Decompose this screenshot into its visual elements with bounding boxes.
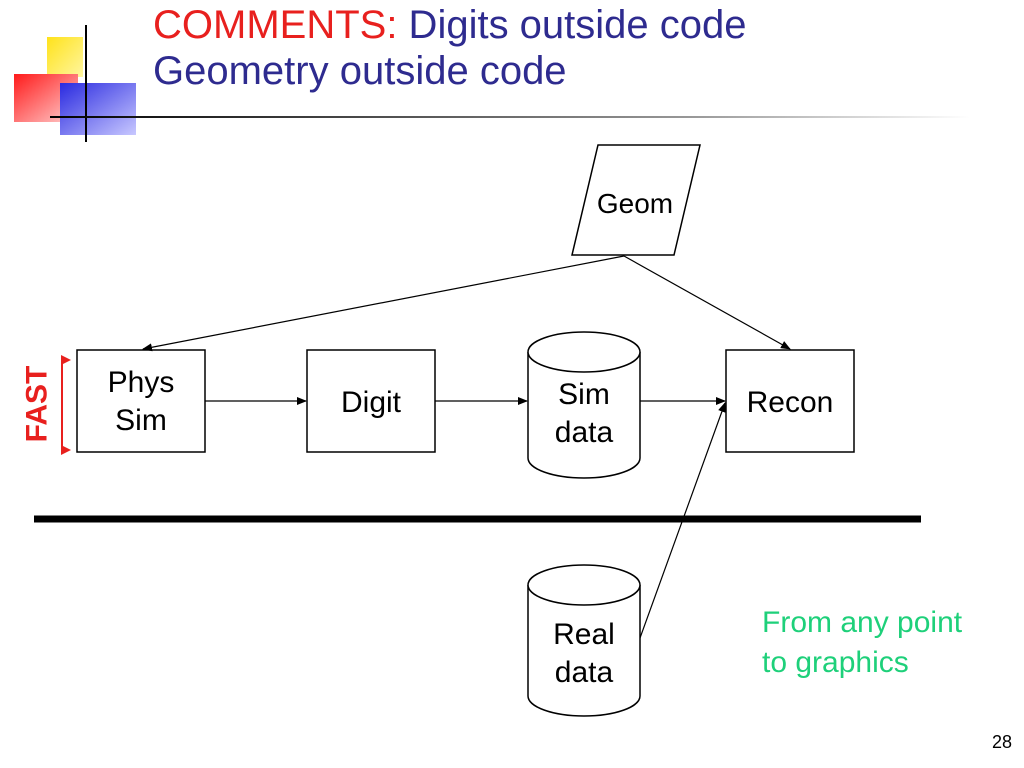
edge-geom-phys-sim [142, 255, 625, 352]
sim-data-label: Sim data [528, 376, 640, 452]
phys-sim-label-line-1: Phys [107, 366, 175, 399]
sim-data-label-line-2: data [554, 416, 614, 449]
phys-sim-label: Phys Sim [77, 364, 205, 440]
real-data-label: Real data [528, 616, 640, 692]
graphics-note-line-1: From any point [762, 606, 963, 639]
sim-data-label-line-1: Sim [558, 378, 610, 411]
edge-geom-recon [623, 255, 791, 350]
digit-label: Digit [340, 386, 401, 419]
title-text: Digits outside code [397, 3, 747, 47]
phys-sim-label-line-2: Sim [115, 404, 167, 437]
title-underline [50, 116, 970, 118]
graphics-note: From any point to graphics [762, 603, 962, 683]
page-number: 28 [991, 732, 1012, 752]
fast-label: FAST [20, 365, 54, 443]
geom-node [571, 144, 701, 256]
digit-node [306, 349, 436, 453]
title-keyword: COMMENTS: [153, 3, 398, 47]
slide-title: COMMENTS: Digits outside code Geometry o… [153, 2, 747, 94]
real-data-label-line-2: data [554, 656, 614, 689]
geom-label: Geom [596, 188, 674, 219]
sim-data-node [527, 331, 641, 479]
recon-node [725, 349, 855, 453]
title-line-2: Geometry outside code [153, 49, 567, 93]
graphics-note-line-2: to graphics [762, 646, 909, 679]
fast-label-wrap: FAST [15, 363, 59, 445]
phys-sim-node [76, 349, 206, 453]
slide-logo [14, 25, 136, 142]
real-data-label-line-1: Real [553, 618, 615, 651]
recon-label: Recon [746, 386, 834, 419]
real-data-node [527, 564, 641, 717]
